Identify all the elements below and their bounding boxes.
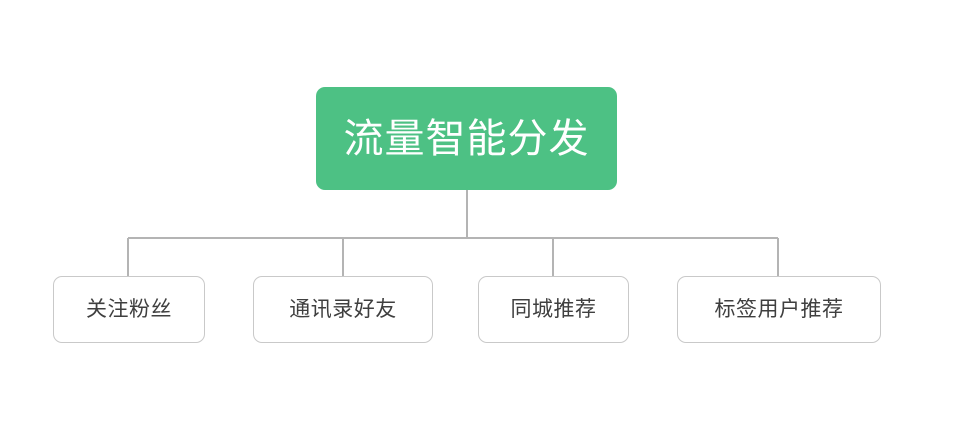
child-node-3[interactable]: 标签用户推荐 — [677, 276, 881, 343]
child-node-label: 通讯录好友 — [289, 298, 397, 321]
child-node-label: 同城推荐 — [510, 298, 597, 321]
child-node-label: 标签用户推荐 — [714, 298, 844, 321]
root-node-label: 流量智能分发 — [343, 116, 590, 161]
child-node-2[interactable]: 同城推荐 — [478, 276, 629, 343]
child-node-0[interactable]: 关注粉丝 — [53, 276, 205, 343]
child-node-1[interactable]: 通讯录好友 — [253, 276, 433, 343]
root-node[interactable]: 流量智能分发 — [316, 87, 617, 190]
child-node-label: 关注粉丝 — [86, 298, 172, 321]
